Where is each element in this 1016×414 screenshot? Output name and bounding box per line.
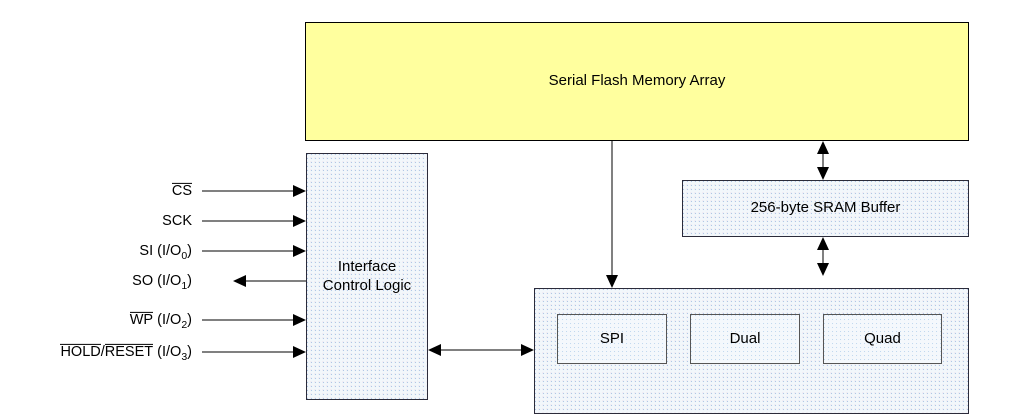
signal-text-si: SI (I/O [139, 243, 182, 259]
signal-subscript-si: 0 [181, 249, 188, 262]
connector-arrowhead-to-protocol-top [817, 263, 829, 276]
connector-line-logic-to-protocol [440, 349, 524, 351]
signal-subscript-wp: 2 [181, 318, 188, 331]
connector-line-array-to-sram [822, 154, 824, 167]
signal-paren-wp: ) [187, 311, 192, 328]
signal-arrowhead-wp [293, 314, 306, 326]
block-interface-control-logic: Interface Control Logic [306, 153, 428, 400]
block-label-dual: Dual [729, 329, 761, 347]
signal-text-so: SO (I/O [132, 273, 182, 289]
block-label-interface-line1: Interface [337, 257, 397, 275]
signal-arrowhead-si [293, 245, 306, 257]
connector-arrowhead-to-array [817, 141, 829, 154]
signal-text-sck: SCK [162, 213, 192, 229]
signal-line-so [246, 280, 306, 282]
block-label-spi: SPI [599, 329, 625, 347]
signal-text-wp-suffix: (I/O [153, 311, 182, 328]
signal-text-hold-suffix: (I/O [153, 343, 182, 360]
signal-arrowhead-cs [293, 185, 306, 197]
signal-label-hold-reset: HOLD/RESET (I/O3) [0, 343, 192, 363]
connector-arrowhead-to-protocol [521, 344, 534, 356]
connector-arrowhead-to-logic [428, 344, 441, 356]
signal-text-wp: WP [129, 311, 154, 328]
signal-line-hold-reset [202, 351, 293, 353]
signal-arrowhead-hold-reset [293, 346, 306, 358]
signal-arrowhead-so [233, 275, 246, 287]
block-mode-quad: Quad [823, 314, 942, 364]
connector-line-array-to-protocol [611, 141, 613, 275]
signal-text-reset: RESET [104, 343, 154, 360]
signal-subscript-hold: 3 [181, 350, 188, 363]
signal-line-sck [202, 220, 293, 222]
connector-arrowhead-array-to-protocol [606, 275, 618, 288]
signal-label-cs: CS [110, 182, 192, 199]
signal-label-si: SI (I/O0) [80, 243, 192, 262]
block-mode-dual: Dual [690, 314, 800, 364]
signal-text-hold: HOLD [60, 343, 101, 360]
signal-label-sck: SCK [110, 213, 192, 229]
block-label-interface-line2: Control Logic [322, 276, 412, 294]
connector-line-sram-to-protocol [822, 250, 824, 263]
signal-label-wp: WP (I/O2) [72, 311, 192, 331]
block-mode-spi: SPI [557, 314, 667, 364]
signal-subscript-so: 1 [181, 279, 188, 292]
connector-arrowhead-to-sram-bottom [817, 237, 829, 250]
connector-arrowhead-to-sram-top [817, 167, 829, 180]
signal-label-so: SO (I/O1) [80, 273, 192, 292]
signal-text-slash: / [100, 343, 105, 360]
block-serial-flash-memory-array: Serial Flash Memory Array [305, 22, 969, 141]
signal-line-wp [202, 319, 293, 321]
signal-text-cs: CS [171, 182, 192, 199]
signal-paren-si: ) [187, 243, 192, 259]
signal-arrowhead-sck [293, 215, 306, 227]
signal-line-cs [202, 190, 293, 192]
signal-paren-so: ) [187, 273, 192, 289]
block-sram-buffer: 256-byte SRAM Buffer [682, 180, 969, 237]
signal-line-si [202, 250, 293, 252]
block-label-quad: Quad [864, 329, 901, 347]
block-label-sram-buffer: 256-byte SRAM Buffer [750, 199, 901, 217]
block-label-memory-array: Serial Flash Memory Array [548, 72, 726, 90]
signal-paren-hold: ) [187, 343, 192, 360]
